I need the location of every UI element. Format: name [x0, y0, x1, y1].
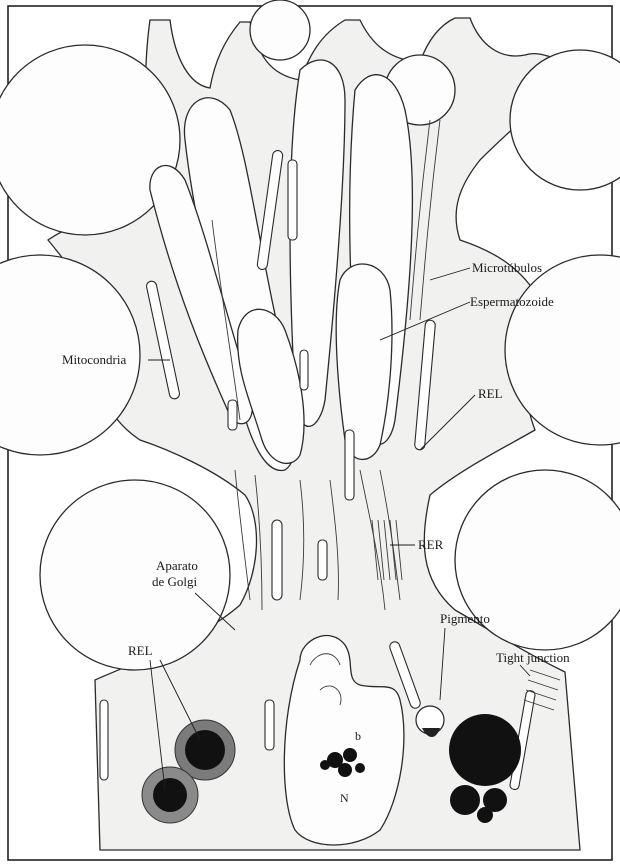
label-rer: RER [418, 537, 444, 552]
label-golgi-line2: de Golgi [152, 574, 198, 589]
intercellular-space [250, 0, 310, 60]
label-golgi-line1: Aparato [156, 558, 198, 573]
label-mitocondria: Mitocondria [62, 352, 126, 367]
label-pigmento: Pigmento [440, 611, 490, 626]
label-nucleus: N [340, 791, 349, 805]
label-microtubulos: Microtúbulos [472, 260, 542, 275]
label-nucleolus: b [355, 729, 361, 743]
label-rel-lower: REL [128, 643, 153, 658]
intercellular-space [0, 45, 180, 235]
label-tight-junction: Tight junction [496, 650, 570, 665]
intercellular-space [40, 480, 230, 670]
label-rel-upper: REL [478, 386, 503, 401]
label-espermatozoide: Espermatozoide [470, 294, 554, 309]
